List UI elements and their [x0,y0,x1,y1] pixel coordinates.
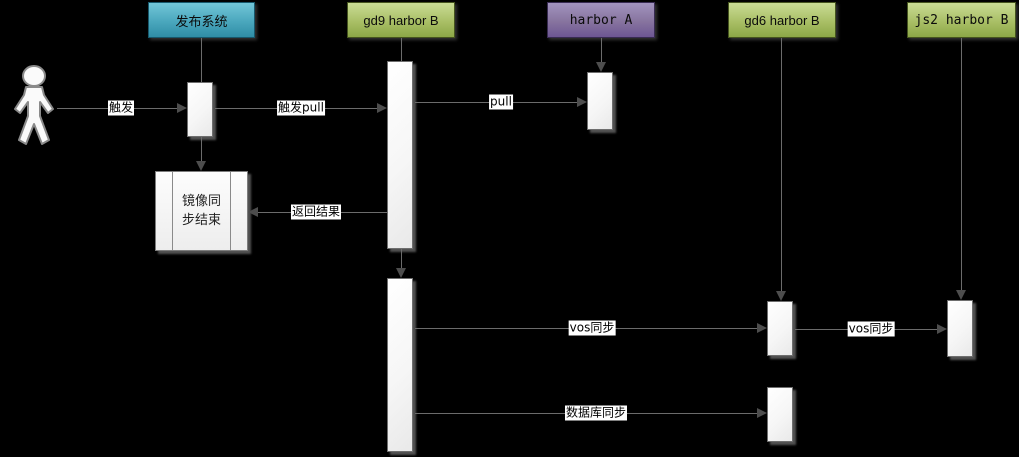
activation-gd6-first [767,301,793,356]
message-db-sync-label: 数据库同步 [564,405,628,421]
node-label: 镜像同步结束 [181,194,221,228]
link-release-to-mirror-line [201,137,202,162]
participant-label: harbor A [569,12,633,28]
lifeline-js2-harbor-b [961,38,962,290]
lifeline-harbor-a-arrowhead-icon [596,62,606,72]
participant-gd9-harbor-b: gd9 harbor B [347,2,455,38]
message-db-sync-arrowhead-icon [757,408,767,418]
participant-label: 发布系统 [175,14,228,30]
message-vos-sync-2-arrowhead-icon [937,324,947,334]
process-right-bar [230,172,231,250]
lifeline-harbor-a [601,38,602,64]
message-trigger-pull-label: 触发pull [277,100,325,116]
actor-user [8,64,60,148]
participant-gd6-harbor-b: gd6 harbor B [728,2,836,38]
message-trigger-label: 触发 [107,100,135,116]
message-vos-sync-1-label: vos同步 [568,320,616,336]
lifeline-gd6-harbor-b [781,38,782,291]
activation-gd9-first [387,61,413,249]
link-release-to-mirror-arrowhead-icon [196,161,206,171]
participant-js2-harbor-b: js2 harbor B [907,2,1016,38]
message-trigger-pull-arrowhead-icon [377,103,387,113]
activation-gd6-second [767,387,793,442]
lifeline-gd6-arrowhead-icon [776,291,786,301]
participant-release-system: 发布系统 [148,2,255,38]
message-vos-sync-1-arrowhead-icon [757,323,767,333]
lifeline-js2-arrowhead-icon [956,290,966,300]
activation-harbor-a [587,72,613,130]
message-vos-sync-2-label: vos同步 [847,321,895,337]
lifeline-release-system [201,38,202,82]
process-left-bar [172,172,173,250]
participant-label: gd6 harbor B [744,12,820,28]
link-gd9-self-line [401,249,402,269]
participant-label: gd9 harbor B [363,12,439,28]
message-return-result-arrowhead-icon [248,207,258,217]
activation-gd9-second [387,278,413,452]
message-return-result-label: 返回结果 [290,204,342,220]
node-mirror-sync-end: 镜像同步结束 [155,171,248,251]
participant-label: js2 harbor B [914,12,1009,28]
participant-harbor-a: harbor A [547,2,655,38]
activation-release-system [187,82,213,137]
link-gd9-self-arrowhead-icon [396,268,406,278]
message-trigger-arrowhead-icon [177,103,187,113]
person-icon [14,65,54,145]
lifeline-gd9-harbor-b [401,38,402,61]
activation-js2 [947,300,973,357]
message-pull-arrowhead-icon [577,97,587,107]
message-pull-label: pull [489,94,513,110]
